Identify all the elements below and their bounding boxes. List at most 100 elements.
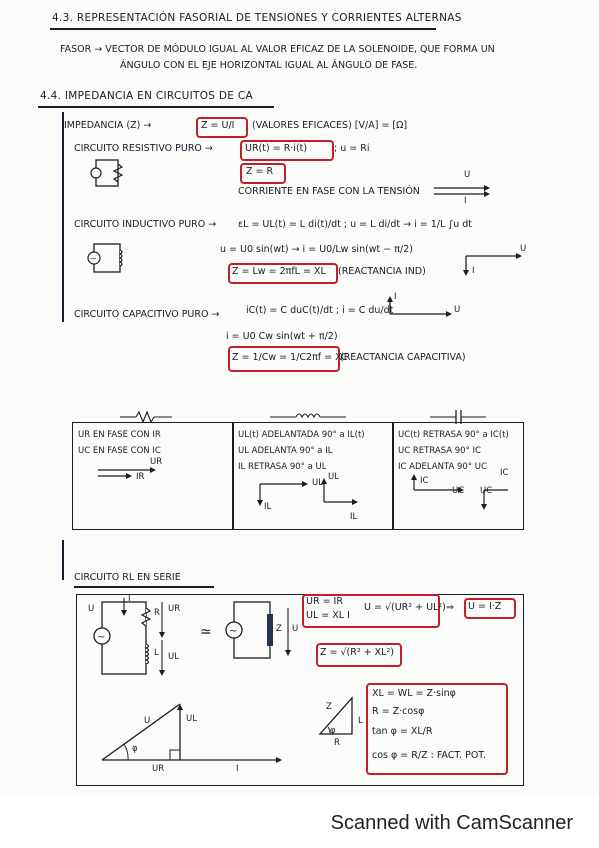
inductivo-label: CIRCUITO INDUCTIVO PURO → <box>74 219 217 230</box>
resistivo-box-2 <box>240 163 286 184</box>
capacitivo-formula-1: iC(t) = C duC(t)/dt ; i = C du/dt <box>246 305 394 316</box>
rl-u-label: U <box>292 624 299 634</box>
table-col3-vec-uc: UC <box>452 486 465 496</box>
rl-tri1-ur: UR <box>152 764 165 774</box>
rl-tri2-r: R <box>334 738 340 748</box>
rl-label-r: R <box>154 608 160 618</box>
rl-label-u: U <box>88 604 95 614</box>
rl-tri1-u: U <box>144 716 151 726</box>
table-col1-line1: UR EN FASE CON IR <box>78 430 161 440</box>
resistivo-box-1 <box>240 140 334 161</box>
rl-tri2-phi: φ <box>330 726 336 736</box>
scanned-page: 4.3. REPRESENTACIÓN FASORIAL DE TENSIONE… <box>38 12 527 786</box>
impedancia-formula: Z = U/I <box>201 120 235 131</box>
capacitivo-phasor-diagram <box>387 296 452 317</box>
rl-frame <box>76 594 524 786</box>
table-col2-vec-ul: UL <box>312 478 323 488</box>
resistivo-note: CORRIENTE EN FASE CON LA TENSIÓN <box>238 186 420 197</box>
table-col3-vec-ic: IC <box>420 476 429 486</box>
rl-formula-ur: UR = IR <box>306 596 343 607</box>
table-col1-line2: UC EN FASE CON IC <box>78 446 161 456</box>
table-col2-line2: UL ADELANTA 90° a IL <box>238 446 333 456</box>
rl-tri1-i: I <box>236 764 239 774</box>
rl-formula-tan: tan φ = XL/R <box>372 726 433 737</box>
section-4-3-title: 4.3. REPRESENTACIÓN FASORIAL DE TENSIONE… <box>52 12 462 24</box>
table-col2-line1: UL(t) ADELANTADA 90° a IL(t) <box>238 430 365 440</box>
capacitivo-formula-2: i = U0 Cw sin(wt + π/2) <box>226 331 338 342</box>
capacitivo-label: CIRCUITO CAPACITIVO PURO → <box>74 309 220 320</box>
resistor-circuit-icon <box>90 159 124 187</box>
resistivo-formula-2: Z = R <box>246 166 274 177</box>
svg-text:~: ~ <box>90 254 97 263</box>
rl-label-i: I <box>128 594 131 604</box>
rl-box-3 <box>316 643 402 667</box>
table-col1-vec-ir: IR <box>136 472 145 482</box>
table-col3-line1: UC(t) RETRASA 90° a IC(t) <box>398 430 509 440</box>
rl-label: CIRCUITO RL EN SERIE <box>74 572 181 583</box>
table-col2-vec-il: IL <box>264 502 272 512</box>
rl-box-1 <box>302 594 440 628</box>
bracket-line <box>62 540 64 580</box>
inductivo-phasor-diagram <box>463 253 522 276</box>
inductivo-formula-2: u = U0 sin(wt) → i = U0/Lw sin(wt − π/2) <box>220 244 413 255</box>
table-divider <box>392 422 394 530</box>
inductivo-vec-u: U <box>520 244 527 254</box>
table-divider <box>232 422 234 530</box>
inductivo-vec-i: I <box>472 266 475 276</box>
table-col3-vec-ic-2: IC <box>500 468 509 478</box>
table-col2-vec-il-2: IL <box>350 512 358 522</box>
scanner-footer <box>0 795 599 848</box>
rl-tri1-ul: UL <box>186 714 197 724</box>
capacitivo-vec-u: U <box>454 305 461 315</box>
rl-label-ul: UL <box>168 652 179 662</box>
table-col2-line3: IL RETRASA 90° a UL <box>238 462 327 472</box>
capacitivo-vec-i: I <box>394 292 397 302</box>
inductivo-formula-3-note: (REACTANCIA IND) <box>338 266 426 277</box>
impedancia-label: IMPEDANCIA (Z) → <box>64 120 152 131</box>
rl-label-ur: UR <box>168 604 181 614</box>
title-underline <box>50 28 436 30</box>
rl-underline <box>74 586 214 588</box>
capacitivo-box <box>228 346 340 372</box>
rl-phasor-triangle <box>101 703 282 763</box>
rl-tri1-phi: φ <box>132 744 138 754</box>
rl-equivalent-sign: ≃ <box>200 624 212 640</box>
table-col1-phasors <box>98 467 156 479</box>
rl-impedance-triangle <box>318 696 353 735</box>
rl-box-2 <box>464 598 516 619</box>
inductor-circuit-icon: ~ <box>87 243 123 273</box>
resistivo-formula-1b: ; u = Ri <box>334 143 370 154</box>
section-4-4-title: 4.4. IMPEDANCIA EN CIRCUITOS DE CA <box>40 90 253 102</box>
rl-tri2-z: Z <box>326 702 332 712</box>
camscanner-watermark: Scanned with CamScanner <box>330 812 573 834</box>
table-col2-phasors <box>257 478 358 506</box>
impedancia-box <box>196 117 248 138</box>
svg-text:~: ~ <box>229 626 237 637</box>
bracket-line <box>62 112 64 322</box>
resistivo-vec-u: U <box>464 170 471 180</box>
fasor-line-2: ÁNGULO CON EL EJE HORIZONTAL IGUAL AL ÁN… <box>120 60 418 71</box>
rl-label-l: L <box>154 648 159 658</box>
rl-circuit-diagram: ~ <box>93 598 165 676</box>
title-underline <box>38 106 274 108</box>
capacitivo-formula-3-note: (REACTANCIA CAPACITIVA) <box>340 352 466 363</box>
rl-formula-xl: XL = WL = Z·sinφ <box>372 688 456 699</box>
table-col2-vec-ul-2: UL <box>328 472 339 482</box>
fasor-line-1: FASOR → VECTOR DE MÓDULO IGUAL AL VALOR … <box>60 44 495 55</box>
rl-formula-cos: cos φ = R/Z : FACT. POT. <box>372 750 486 761</box>
table-col3-line3: IC ADELANTA 90° UC <box>398 462 487 472</box>
rl-formula-uiz: U = I·Z <box>468 601 502 612</box>
table-col3-vec-uc-2: UC <box>480 486 493 496</box>
resistivo-phasor-diagram <box>434 185 490 197</box>
rl-equivalent-circuit: ~ <box>225 601 291 659</box>
rl-z-label: Z <box>276 624 282 634</box>
inductivo-formula-1: εL = UL(t) = L di(t)/dt ; u = L di/dt → … <box>238 219 473 230</box>
impedancia-note: (VALORES EFICACES) [V/A] = [Ω] <box>252 120 408 131</box>
rl-formula-u: U = √(UR² + UL²) <box>364 602 446 613</box>
resistivo-vec-i: I <box>464 196 467 206</box>
rl-box-4 <box>366 683 508 775</box>
table-symbols <box>120 410 486 424</box>
capacitivo-formula-3: Z = 1/Cw = 1/C2πf = XC <box>232 352 348 363</box>
rl-formula-r: R = Z·cosφ <box>372 706 425 717</box>
table-col1-vec-ur: UR <box>150 457 163 467</box>
